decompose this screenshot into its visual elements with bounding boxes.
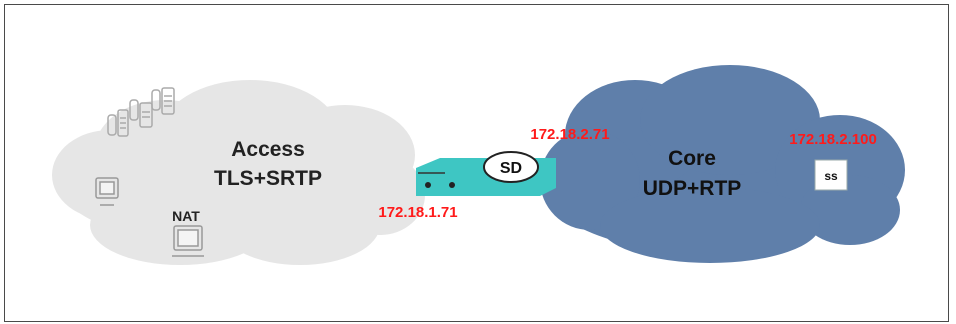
sd-led-2 <box>449 182 455 188</box>
core-protocol: UDP+RTP <box>643 177 742 200</box>
sd-label: SD <box>500 160 522 177</box>
sd-badge <box>483 151 539 183</box>
ip-server: 172.18.2.100 <box>789 131 877 148</box>
server-label: ss <box>824 169 838 183</box>
sd-led-1 <box>425 182 431 188</box>
access-cloud <box>52 80 425 265</box>
access-title: Access <box>231 138 305 161</box>
ip-sd-access: 172.18.1.71 <box>378 204 457 221</box>
ip-sd-core: 172.18.2.71 <box>530 126 609 143</box>
server-box <box>814 159 848 191</box>
core-cloud <box>540 65 905 263</box>
phone-icon <box>107 87 175 137</box>
core-title: Core <box>668 147 716 170</box>
access-protocol: TLS+SRTP <box>214 167 322 190</box>
pc-icon <box>95 177 119 206</box>
nat-label: NAT <box>172 208 200 224</box>
laptop-icon <box>172 225 204 257</box>
